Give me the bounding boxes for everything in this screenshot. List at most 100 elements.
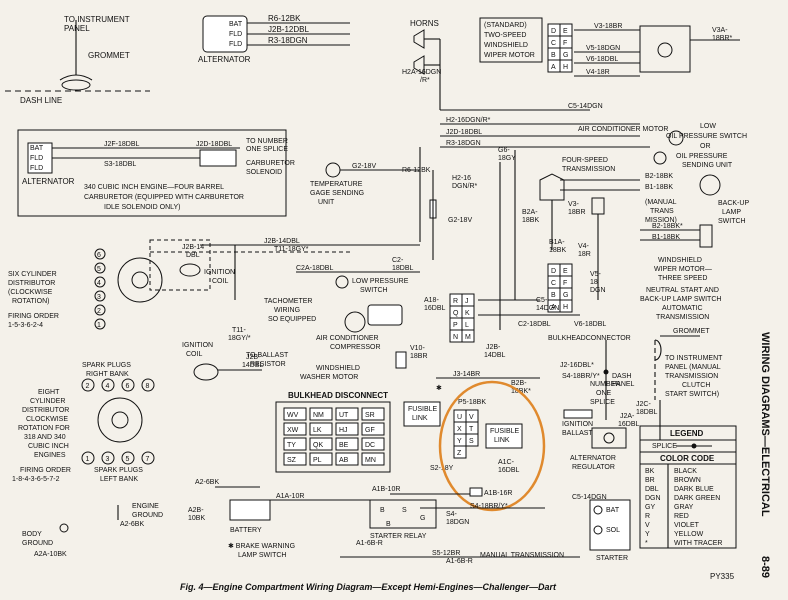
svg-text:SWITCH: SWITCH [360,287,388,294]
wiper-pin-cell [559,59,573,73]
svg-text:10BK: 10BK [188,515,205,522]
legend-color: BROWN [674,477,701,484]
svg-text:/R*: /R* [420,77,430,84]
wiper-pin-letter: G [563,52,568,59]
svg-text:GROUND: GROUND [132,512,163,519]
svg-text:V3-18BR: V3-18BR [594,23,622,30]
svg-text:MANUAL TRANSMISSION: MANUAL TRANSMISSION [480,552,564,559]
spark-plug-number: 1 [86,456,90,463]
bulkhead-cell [309,452,333,466]
svg-text:FLD: FLD [229,41,242,48]
svg-text:S4-18BR/Y*: S4-18BR/Y* [562,373,600,380]
bulkhead-cell [283,452,307,466]
svg-text:TWO-SPEED: TWO-SPEED [484,32,526,39]
svg-text:V6-18DBL: V6-18DBL [574,321,606,328]
trans-pin-letter: G [563,292,568,299]
ac-compressor-area: C2A-18DBL C2- 18DBL LOW PRESSURE SWITCH … [228,257,420,368]
spark-plug [141,451,155,465]
svg-text:R6-12BK: R6-12BK [402,167,431,174]
side-title: WIRING DIAGRAMS—ELECTRICAL 8-89 [759,332,771,578]
svg-text:REGULATOR: REGULATOR [572,464,615,471]
svg-text:A2-6BK: A2-6BK [195,479,219,486]
svg-text:18: 18 [590,279,598,286]
svg-text:16DBL: 16DBL [498,467,520,474]
svg-text:J2B-: J2B- [246,354,261,361]
bulkhead-cell [335,437,359,451]
svg-text:S2-18Y: S2-18Y [430,465,454,472]
svg-text:START SWITCH): START SWITCH) [665,391,719,398]
legend-code: * [645,540,648,547]
trans-pin-letter: F [563,280,567,287]
spark-plug-number: 3 [106,456,110,463]
svg-text:STARTER: STARTER [596,555,628,562]
svg-text:18BK: 18BK [522,217,539,224]
svg-text:340 CUBIC INCH ENGINE—FOUR BAR: 340 CUBIC INCH ENGINE—FOUR BARREL [84,184,224,191]
bulkhead-letters: SZ [287,457,297,464]
figure-code: PY335 [710,572,735,581]
spark-plug-number: 2 [86,383,90,390]
legend-code: DGN [645,495,661,502]
svg-text:J2B-: J2B- [486,344,501,351]
svg-text:ONE SPLICE: ONE SPLICE [246,146,288,153]
standard-two-speed-wiper: (STANDARD) TWO-SPEED WINDSHIELD WIPER MO… [479,17,740,77]
svg-text:CARBURETOR (EQUIPPED WITH CARB: CARBURETOR (EQUIPPED WITH CARBURETOR [84,194,244,201]
battery-area: A2-6BK A1A-10R ENGINE GROUND A2-6BK A2B-… [22,479,370,559]
svg-text:H2-16DGN/R*: H2-16DGN/R* [446,117,491,124]
svg-text:18GY/*: 18GY/* [228,335,251,342]
legend-code: BR [645,477,655,484]
label-grommet: GROMMET [88,51,130,60]
rjqk-pin-letter: N [453,334,458,341]
svg-text:1-5-3-6-2-4: 1-5-3-6-2-4 [8,322,43,329]
trans-pin-letter: E [563,268,568,275]
four-speed-transmission: G6- 18GY H2-16 DGN/R* FOUR-SPEED TRANSMI… [452,147,749,330]
uvxt-pin-letter: V [469,414,474,421]
svg-text:SPLICE: SPLICE [590,399,615,406]
svg-text:SPARK PLUGS: SPARK PLUGS [94,467,143,474]
svg-text:R3-18DGN: R3-18DGN [268,36,308,45]
bulkhead-cell [309,422,333,436]
bulkhead-cell [361,437,385,451]
svg-text:S3-18DBL: S3-18DBL [104,161,136,168]
svg-text:A1-6B-R: A1-6B-R [446,558,473,565]
svg-text:18BR: 18BR [568,209,586,216]
svg-text:SOL: SOL [606,527,620,534]
svg-text:C5-14DGN: C5-14DGN [572,494,607,501]
svg-text:BULKHEADCONNECTOR: BULKHEADCONNECTOR [548,335,631,342]
svg-text:C2-: C2- [392,257,404,264]
svg-text:(CLOCKWISE: (CLOCKWISE [8,289,53,296]
svg-text:J2F-18DBL: J2F-18DBL [104,141,140,148]
svg-text:SWITCH: SWITCH [718,218,746,225]
trans-pin-letter: A [551,304,556,311]
svg-text:BULKHEAD DISCONNECT: BULKHEAD DISCONNECT [288,391,388,400]
svg-text:DASH: DASH [612,373,631,380]
svg-text:FUSIBLE: FUSIBLE [408,406,438,413]
svg-text:H2-16: H2-16 [452,175,471,182]
svg-text:R6-12BK: R6-12BK [268,14,301,23]
svg-text:C2-18DBL: C2-18DBL [518,321,551,328]
svg-text:P5-18BK: P5-18BK [458,399,486,406]
svg-text:J2D-18DBL: J2D-18DBL [196,141,232,148]
svg-text:T11-: T11- [232,327,247,334]
svg-text:A1-6B-R: A1-6B-R [356,540,383,547]
svg-text:BACK-UP LAMP SWITCH: BACK-UP LAMP SWITCH [640,296,721,303]
trans-pin-cell [559,299,573,313]
rjqk-pin-letter: J [465,298,469,305]
svg-text:STARTER RELAY: STARTER RELAY [370,533,427,540]
svg-text:ROTATION): ROTATION) [12,298,49,305]
svg-text:A2A-10BK: A2A-10BK [34,551,67,558]
svg-text:S4-: S4- [446,511,458,518]
wiper-pin-letter: A [551,64,556,71]
svg-text:COLOR CODE: COLOR CODE [660,454,715,463]
svg-text:A1B-16R: A1B-16R [484,490,512,497]
svg-text:CUBIC INCH: CUBIC INCH [28,443,69,450]
spark-plug-number: 7 [146,456,150,463]
svg-text:CYLINDER: CYLINDER [30,398,65,405]
figure-caption: Fig. 4—Engine Compartment Wiring Diagram… [180,582,557,592]
spark-plug-number: 6 [97,252,101,259]
svg-text:COIL: COIL [212,278,228,285]
